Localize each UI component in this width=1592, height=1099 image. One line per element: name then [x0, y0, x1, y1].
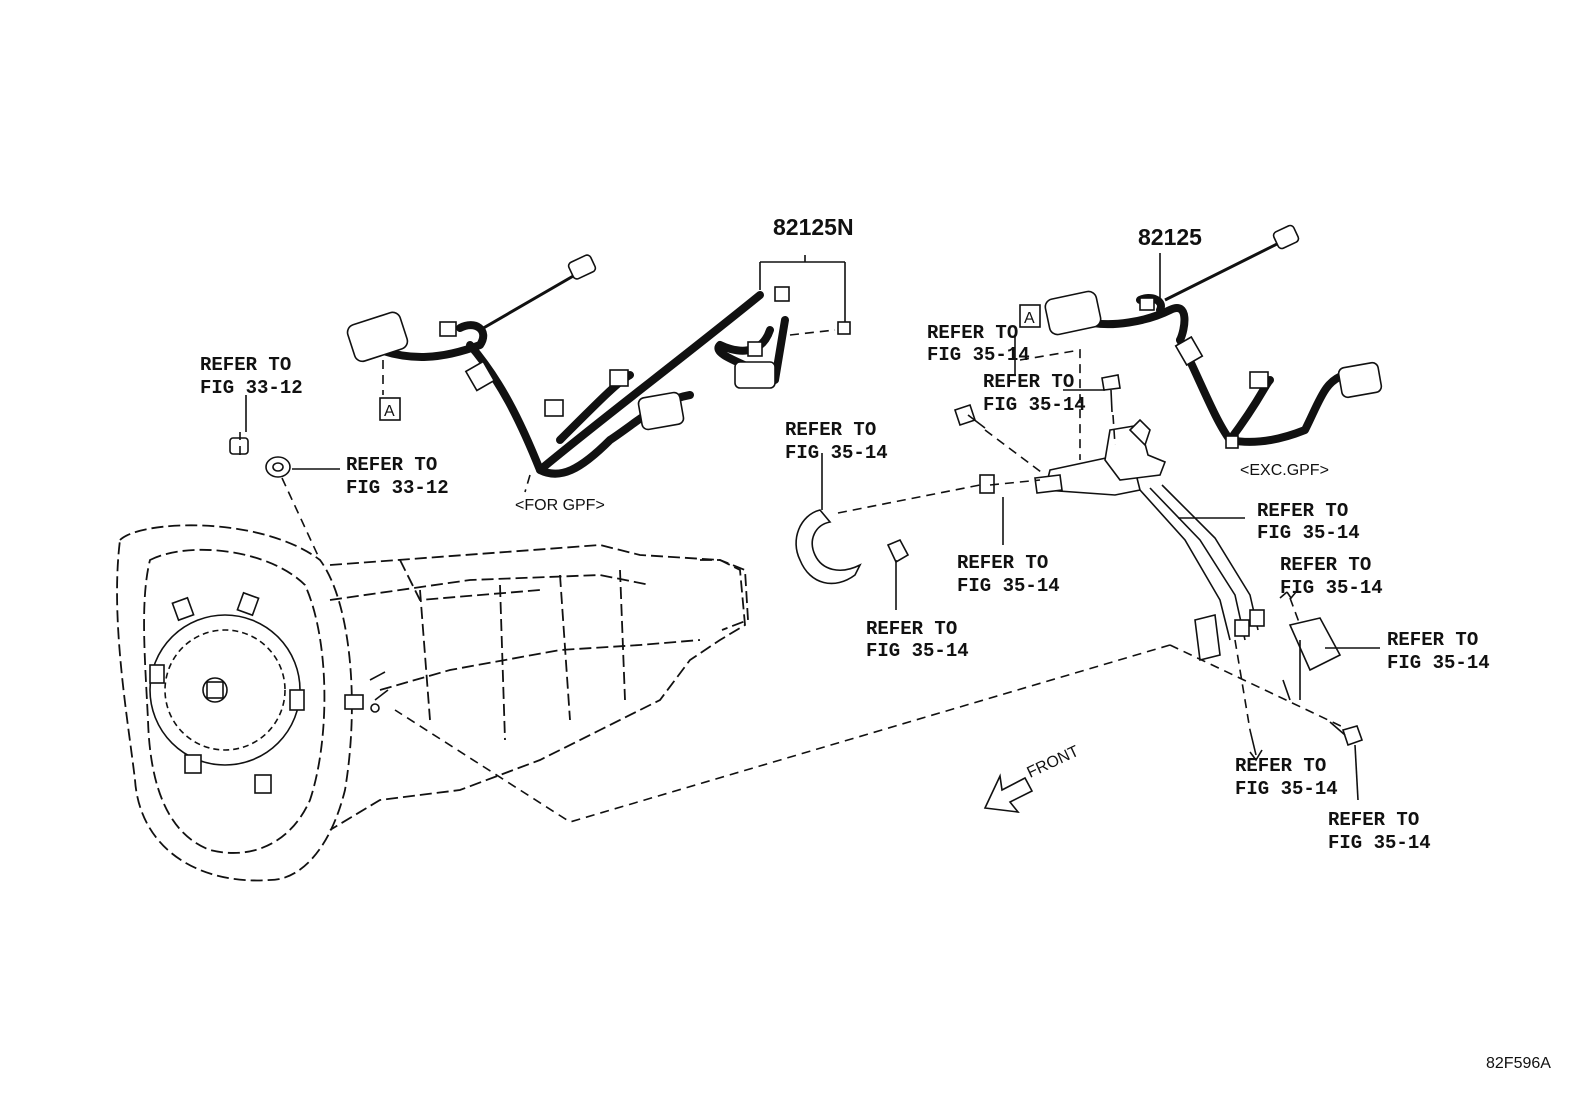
fasteners — [229, 374, 1364, 747]
refer-label[interactable]: REFER TO FIG 33-12 — [346, 454, 449, 499]
svg-text:A: A — [1024, 310, 1035, 327]
oil-cooler-pipes — [1043, 418, 1265, 661]
svg-text:REFER TO: REFER TO — [346, 454, 437, 476]
refer-label[interactable]: REFER TO FIG 35-14 — [1387, 629, 1490, 674]
svg-text:REFER TO: REFER TO — [927, 322, 1018, 344]
svg-text:FIG 35-14: FIG 35-14 — [1257, 522, 1360, 544]
front-arrow: FRONT — [983, 743, 1082, 814]
label-leaders — [245, 335, 1380, 801]
connection-lines — [239, 349, 1346, 823]
svg-text:A: A — [384, 403, 395, 420]
svg-text:FIG 35-14: FIG 35-14 — [1328, 832, 1431, 854]
svg-text:REFER TO: REFER TO — [1257, 500, 1348, 522]
svg-text:FIG 35-14: FIG 35-14 — [1280, 577, 1383, 599]
svg-text:REFER TO: REFER TO — [1328, 809, 1419, 831]
refer-label[interactable]: REFER TO FIG 35-14 — [785, 419, 888, 464]
svg-text:REFER TO: REFER TO — [957, 552, 1048, 574]
svg-text:FIG 33-12: FIG 33-12 — [200, 377, 303, 399]
wire-harness-exc-gpf[interactable] — [1044, 224, 1383, 449]
svg-text:REFER TO: REFER TO — [785, 419, 876, 441]
svg-text:REFER TO: REFER TO — [983, 371, 1074, 393]
part-number-82125N[interactable]: 82125N — [773, 214, 854, 240]
refer-label[interactable]: REFER TO FIG 35-14 — [927, 322, 1030, 366]
svg-text:FIG 35-14: FIG 35-14 — [927, 344, 1030, 366]
refer-label[interactable]: REFER TO FIG 35-14 — [1328, 809, 1431, 854]
connector-marker-a-right: A — [1019, 304, 1041, 328]
transmission-assembly — [116, 524, 749, 882]
svg-text:FIG 35-14: FIG 35-14 — [1387, 652, 1490, 674]
connector-marker-a-left: A — [379, 397, 401, 421]
part-number-82125[interactable]: 82125 — [1138, 224, 1202, 250]
svg-text:FIG 35-14: FIG 35-14 — [1235, 778, 1338, 800]
refer-label[interactable]: REFER TO FIG 35-14 — [1257, 500, 1360, 544]
breather-hose — [795, 474, 1063, 585]
svg-text:REFER TO: REFER TO — [200, 354, 291, 376]
svg-text:FIG 35-14: FIG 35-14 — [785, 442, 888, 464]
diagram-id: 82F596A — [1486, 1055, 1551, 1072]
svg-text:FIG 33-12: FIG 33-12 — [346, 477, 449, 499]
svg-text:REFER TO: REFER TO — [1387, 629, 1478, 651]
refer-label[interactable]: REFER TO FIG 33-12 — [200, 354, 303, 399]
svg-text:REFER TO: REFER TO — [1280, 554, 1371, 576]
front-label: FRONT — [1025, 743, 1082, 782]
refer-label[interactable]: REFER TO FIG 35-14 — [1280, 554, 1383, 599]
refer-label[interactable]: REFER TO FIG 35-14 — [1235, 755, 1338, 800]
variant-label-exc-gpf: <EXC.GPF> — [1240, 462, 1329, 479]
wire-harness-for-gpf[interactable] — [345, 254, 851, 493]
svg-text:FIG 35-14: FIG 35-14 — [866, 640, 969, 662]
svg-text:REFER TO: REFER TO — [1235, 755, 1326, 777]
variant-label-for-gpf: <FOR GPF> — [515, 497, 605, 514]
refer-label[interactable]: REFER TO FIG 35-14 — [866, 618, 969, 662]
svg-text:FIG 35-14: FIG 35-14 — [957, 575, 1060, 597]
svg-text:FIG 35-14: FIG 35-14 — [983, 394, 1086, 416]
refer-label[interactable]: REFER TO FIG 35-14 — [983, 371, 1086, 416]
refer-label[interactable]: REFER TO FIG 35-14 — [957, 552, 1060, 597]
svg-text:REFER TO: REFER TO — [866, 618, 957, 640]
